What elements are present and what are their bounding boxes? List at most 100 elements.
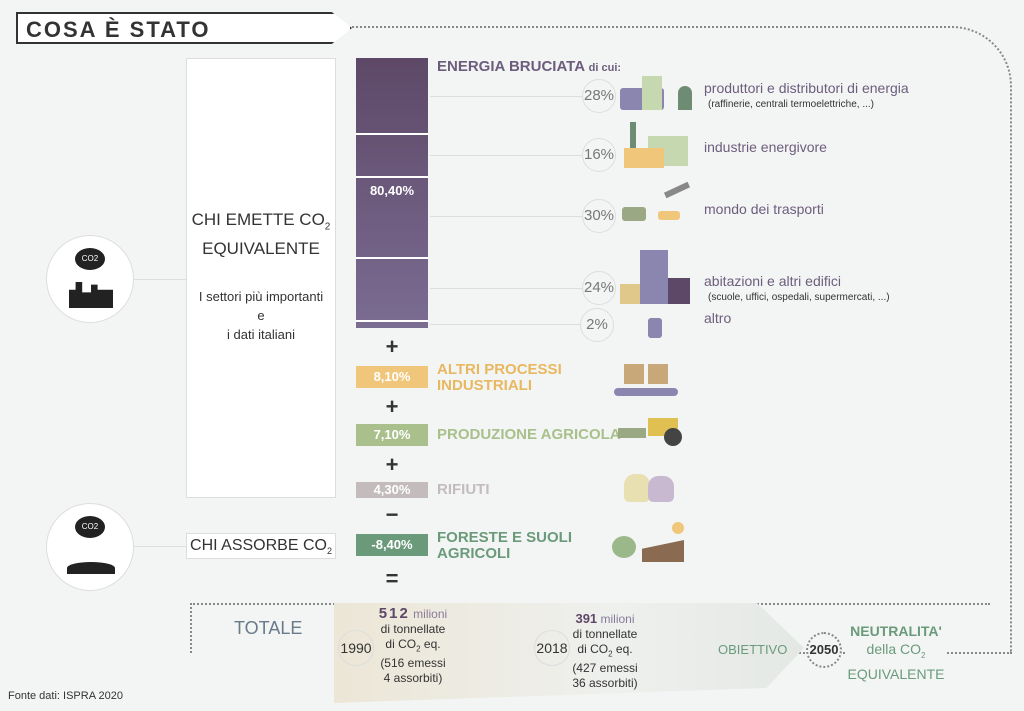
industry-icon (620, 122, 690, 168)
decoration: i dati italiani (227, 327, 295, 342)
decoration: CO2 (75, 248, 105, 270)
decoration: di CO (577, 642, 609, 656)
waste-value: 4,30% (356, 482, 428, 498)
industrial-value: 8,10% (356, 366, 428, 388)
energy-item-note: (raffinerie, centrali termoelettriche, .… (708, 99, 874, 110)
decoration: di tonnellate (380, 622, 446, 636)
decoration: ALTRI PROCESSI (437, 361, 562, 378)
year-2050: 2050 (806, 632, 842, 668)
decoration: 391 (575, 611, 598, 626)
forest-co2-icon: CO2 (46, 503, 134, 591)
decoration: (427 emessi (572, 661, 638, 676)
emitters-desc: I settori più importanti e i dati italiani (187, 287, 335, 344)
decoration (663, 181, 691, 199)
energy-item-label: industrie energivore (704, 139, 827, 155)
decoration (356, 320, 428, 322)
buildings-icon (620, 250, 690, 304)
decoration (624, 364, 644, 384)
plus-operator: + (385, 394, 399, 419)
decoration: di cui: (588, 62, 622, 74)
energy-label: ENERGIA BRUCIATA di cui: (437, 58, 621, 75)
agriculture-value: 7,10% (356, 424, 428, 446)
decoration (69, 282, 113, 308)
decoration: AGRICOLI (437, 545, 511, 562)
plus-operator: + (385, 452, 399, 477)
decoration: milioni (413, 607, 448, 621)
decoration (678, 86, 692, 110)
forest-field-icon (612, 522, 684, 562)
decoration: di CO2 eq. (550, 642, 660, 661)
page-title: COSA È STATO INDAGATO (16, 12, 352, 44)
decoration (624, 148, 664, 168)
plus-operator: + (385, 334, 399, 359)
decoration (356, 133, 428, 135)
decoration: 4 assorbiti) (383, 671, 443, 686)
decoration: I settori più importanti (198, 289, 324, 304)
decoration: 2 (326, 546, 332, 557)
decoration: della CO2 (846, 640, 946, 665)
transport-icon (620, 181, 692, 225)
energy-pct: 24% (582, 271, 616, 305)
decoration (430, 96, 582, 97)
decoration: 512 milioni (348, 606, 478, 622)
decoration (642, 540, 684, 562)
decoration: 36 assorbiti) (572, 676, 638, 691)
decoration: CHI EMETTE CO (191, 210, 325, 229)
decoration: di tonnellate (572, 627, 638, 641)
minus-operator: − (385, 502, 399, 527)
decoration (630, 122, 636, 168)
decoration (430, 324, 582, 325)
decoration: di CO (385, 637, 417, 651)
year-2018: 2018 (534, 630, 570, 666)
decoration: 2 (608, 649, 613, 659)
decoration (356, 257, 428, 259)
decoration (67, 562, 115, 574)
decoration: di CO2 eq. (348, 637, 478, 656)
decoration: EQUIVALENTE (847, 665, 945, 682)
absorbers-heading: CHI ASSORBE CO2 (186, 533, 336, 559)
year-1990: 1990 (338, 630, 374, 666)
waste-bags-icon (624, 470, 678, 502)
decoration: 2 (324, 221, 331, 233)
decoration (356, 176, 428, 178)
energy-pct: 16% (582, 138, 616, 172)
source-note: Fonte dati: ISPRA 2020 (8, 690, 123, 702)
decoration (642, 76, 662, 110)
energy-item-note: (scuole, uffici, ospedali, supermercati,… (708, 292, 890, 303)
decoration (664, 428, 682, 446)
decoration: e (257, 308, 265, 323)
decoration: 512 (378, 605, 410, 622)
decoration: INDUSTRIALI (437, 377, 532, 394)
power-plant-icon (620, 72, 692, 110)
factory-co2-icon: CO2 (46, 235, 134, 323)
waste-label: RIFIUTI (437, 481, 490, 498)
neutrality-label: NEUTRALITA' della CO2 EQUIVALENTE (846, 622, 946, 683)
decoration: NEUTRALITA' (850, 623, 942, 639)
decoration (648, 364, 668, 384)
decoration (648, 476, 674, 502)
decoration (430, 288, 582, 289)
energy-item-label: abitazioni e altri edifici (704, 273, 841, 289)
energy-pct: 30% (582, 199, 616, 233)
energy-item-label: produttori e distributori di energia (704, 80, 909, 96)
energy-bar: 80,40% (356, 58, 428, 328)
tractor-icon (614, 414, 686, 446)
decoration (672, 522, 684, 534)
energy-value: 80,40% (369, 183, 415, 198)
decoration: FORESTE E SUOLI (437, 529, 573, 546)
total-label: TOTALE (234, 618, 303, 638)
decoration: CHI ASSORBE CO (190, 537, 327, 554)
equals-operator: = (385, 566, 399, 591)
decoration (622, 207, 646, 221)
decoration: ENERGIA BRUCIATA (437, 58, 585, 75)
forest-value: -8,40% (356, 534, 428, 556)
total-1990: 512 milioni di tonnellate di CO2 eq. (51… (348, 606, 478, 686)
decoration: milioni (600, 612, 635, 626)
energy-pct: 28% (582, 79, 616, 113)
decoration (612, 536, 636, 558)
decoration: della CO (866, 641, 921, 657)
goal-label: OBIETTIVO (718, 642, 788, 657)
